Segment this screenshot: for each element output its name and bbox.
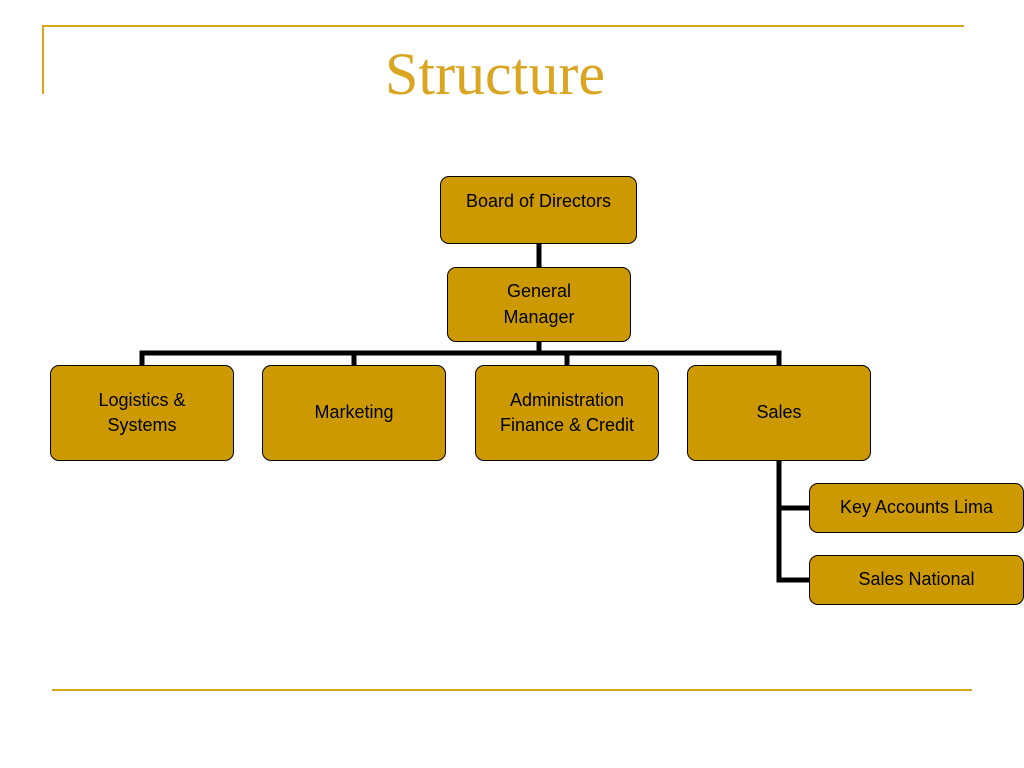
node-admin-label: Administration Finance & Credit (499, 389, 635, 435)
node-key-accounts-label: Key Accounts Lima (839, 497, 994, 518)
node-administration-finance-credit: Administration Finance & Credit (475, 365, 659, 461)
frame-bottom-line (52, 689, 972, 691)
node-logistics-label: Logistics & Systems (98, 389, 186, 435)
node-general-manager: General Manager (447, 267, 631, 342)
frame-top-line (42, 25, 964, 27)
node-key-accounts-lima: Key Accounts Lima (809, 483, 1024, 533)
node-sales-national: Sales National (809, 555, 1024, 605)
node-board-of-directors: Board of Directors (440, 176, 637, 244)
node-board-label: Board of Directors (465, 191, 612, 211)
node-sales-label: Sales (756, 402, 802, 423)
node-logistics-systems: Logistics & Systems (50, 365, 234, 461)
node-marketing-label: Marketing (314, 402, 394, 423)
node-gm-label: General Manager (503, 281, 575, 327)
node-marketing: Marketing (262, 365, 446, 461)
node-sales-national-label: Sales National (858, 569, 975, 590)
node-sales: Sales (687, 365, 871, 461)
slide-title: Structure (385, 41, 605, 107)
frame-left-line (42, 25, 44, 94)
